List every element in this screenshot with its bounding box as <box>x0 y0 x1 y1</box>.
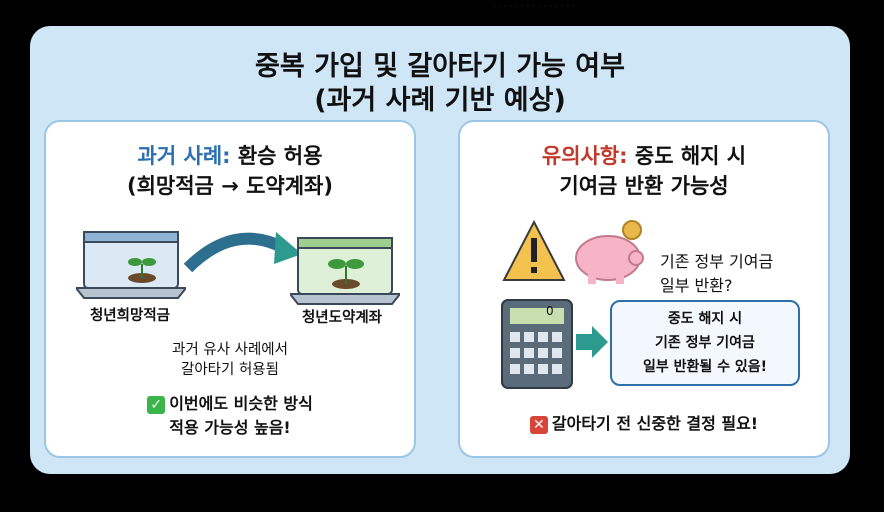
page-title: 중복 가입 및 갈아타기 가능 여부 <box>255 51 625 82</box>
page-subtitle: (과거 사례 기반 예상) <box>314 85 566 116</box>
from-label: 청년희망적금 <box>89 308 171 324</box>
desc-line-2: 갈아타기 허용됨 <box>181 362 279 378</box>
check-text-1: 이번에도 비슷한 방식 <box>169 394 313 413</box>
check-line-1: ✓이번에도 비슷한 방식 <box>46 390 414 414</box>
cross-icon: ✕ <box>529 416 548 434</box>
caution-heading: 유의사항: 중도 해지 시 <box>460 140 828 170</box>
check-line-2: 적용 가능성 높음! <box>169 418 291 437</box>
warning-piggy-icon <box>502 219 644 284</box>
caution-card: 유의사항: 중도 해지 시 기여금 반환 가능성 기존 정부 기여금 일부 반환… <box>458 120 830 458</box>
background-text-top: · · · · · · · · · · · · · · · <box>492 2 575 12</box>
info-panel: 중복 가입 및 갈아타기 가능 여부 (과거 사례 기반 예상) 과거 사례: … <box>30 26 850 474</box>
warning-line: ✕갈아타기 전 신중한 결정 필요! <box>460 410 828 434</box>
past-case-card: 과거 사례: 환승 허용 (희망적금 → 도약계좌) 청년희망적금 <box>44 120 416 458</box>
bubble-line-3: 일부 반환될 수 있음! <box>642 359 768 375</box>
to-label: 청년도약계좌 <box>301 310 383 326</box>
calculator-display: 0 <box>546 304 554 318</box>
check-icon: ✓ <box>147 396 166 414</box>
arrow-icon <box>184 232 302 273</box>
question-line-2: 일부 반환? <box>660 276 733 295</box>
caution-subheading: 기여금 반환 가능성 <box>559 174 729 198</box>
caution-heading-rest: 중도 해지 시 <box>627 144 747 168</box>
past-case-heading: 과거 사례: 환승 허용 <box>46 140 414 170</box>
caution-heading-accent: 유의사항: <box>541 144 628 168</box>
warning-bubble: 중도 해지 시 기존 정부 기여금 일부 반환될 수 있음! <box>610 300 800 386</box>
past-case-heading-accent: 과거 사례: <box>137 144 231 168</box>
past-case-heading-rest: 환승 허용 <box>230 144 323 168</box>
bubble-line-1: 중도 해지 시 <box>667 311 743 327</box>
desc-line-1: 과거 유사 사례에서 <box>172 342 288 358</box>
warning-text: 갈아타기 전 신중한 결정 필요! <box>551 414 759 433</box>
bubble-line-2: 기존 정부 기여금 <box>655 335 755 351</box>
laptop-icon <box>290 237 400 305</box>
calculator-icon <box>501 299 608 389</box>
past-case-subheading: (희망적금 → 도약계좌) <box>127 174 333 198</box>
laptop-icon <box>76 231 186 299</box>
question-line-1: 기존 정부 기여금 <box>660 252 774 271</box>
